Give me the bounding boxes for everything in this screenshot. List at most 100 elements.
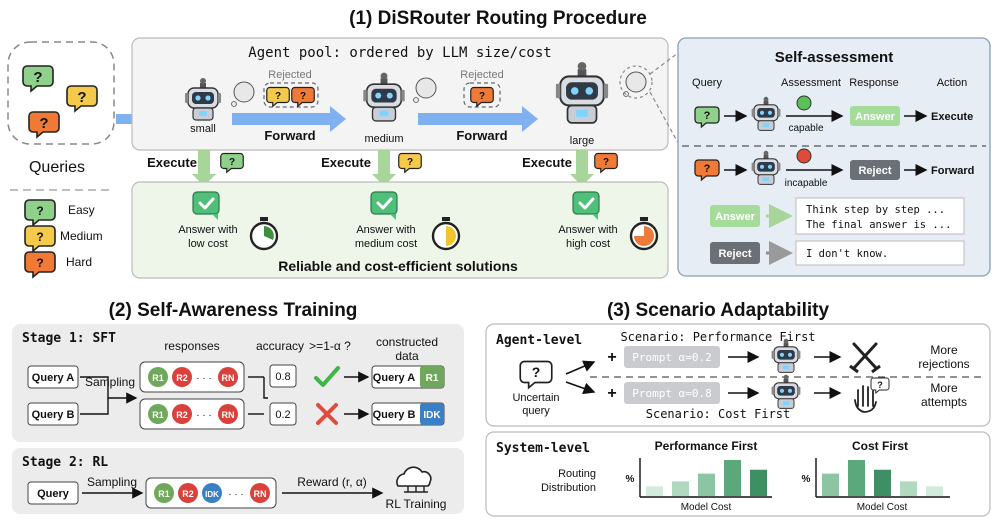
solutions-label: Reliable and cost-efficient solutions (278, 258, 518, 274)
chart-perf-bars (646, 460, 767, 496)
rl-rn-label: RN (254, 489, 267, 499)
sa-reject-label: Reject (858, 165, 891, 177)
chart-perf-bar-3 (698, 473, 715, 496)
svg-text:?: ? (877, 380, 883, 390)
answer-3-line2: high cost (566, 238, 610, 250)
svg-text:?: ? (36, 230, 43, 244)
capable-label: capable (788, 123, 823, 134)
large-thinking-icon (625, 71, 647, 93)
query-a-box (27, 365, 79, 389)
constructed-a-query: Query A (373, 372, 415, 384)
rn-circle-a (218, 367, 238, 387)
reject-badge-2-label: Reject (718, 248, 751, 260)
svg-text:?: ? (300, 91, 306, 102)
chart-cost-bars (822, 460, 943, 496)
constructed-b-idk-label: IDK (423, 410, 441, 421)
constructed-b-idk (420, 403, 444, 425)
incapable-label: incapable (785, 178, 828, 189)
answer-badge-2-label: Answer (715, 211, 755, 223)
accuracy-label: accuracy (256, 339, 304, 353)
header-query: Query (692, 77, 722, 89)
section-1-title: (1) DiSRouter Routing Procedure (349, 8, 647, 29)
rl-r1-circle (154, 483, 174, 503)
header-action: Action (937, 77, 968, 89)
constructed-a-r1 (420, 366, 444, 388)
reward-label: Reward (r, α) (297, 475, 367, 489)
constructed-a-r1-label: R1 (426, 373, 439, 384)
svg-text:?: ? (36, 204, 43, 218)
rl-dots: · · · (228, 489, 244, 500)
header-assessment: Assessment (781, 77, 841, 89)
svg-text:?: ? (33, 69, 42, 86)
dots-a: · · · (196, 373, 212, 384)
answer-text-2: The final answer is ... (806, 219, 951, 231)
prompt-cost-label: Prompt α=0.8 (632, 387, 711, 400)
raised-hand-icon (854, 385, 877, 413)
r1-label-b: R1 (152, 410, 164, 420)
prompt-cost-badge (624, 382, 720, 404)
stage1-label: Stage 1: SFT (22, 331, 116, 346)
svg-text:+: + (607, 385, 616, 402)
svg-text:?: ? (39, 115, 48, 132)
cross-mark-icon (316, 403, 338, 425)
self-assessment-box (677, 37, 991, 277)
acc-b-value: 0.2 (275, 409, 290, 421)
solutions-box (131, 181, 669, 279)
svg-text:?: ? (479, 91, 485, 102)
responses-label: responses (164, 339, 219, 353)
check-mark-icon (314, 366, 340, 387)
capable-bulb-icon (796, 95, 812, 111)
legend-medium-label: Medium (60, 229, 103, 243)
chart-cost-bar-3 (874, 469, 891, 496)
reject-text-box (795, 240, 965, 266)
svg-text:?: ? (704, 163, 711, 175)
cloud-training-icon (396, 466, 432, 493)
small-agent-label: small (190, 123, 216, 135)
r2-circle-a (172, 367, 192, 387)
acc-a-box (269, 364, 297, 388)
constructed-b-query: Query B (373, 409, 416, 421)
reject-badge-2 (710, 242, 760, 264)
chart-perf-ylabel: % (626, 474, 635, 485)
query-b-label: Query B (32, 409, 75, 421)
crossed-swords-icon (849, 342, 881, 374)
medium-thinking-icon (415, 77, 437, 99)
chart-perf-bar-2 (672, 481, 689, 496)
r1-circle-a (148, 367, 168, 387)
chart-cost-bar-5 (926, 486, 943, 496)
rn-label-a: RN (222, 373, 235, 383)
query-b-box (27, 402, 79, 426)
more-rej-label-2: rejections (918, 357, 969, 371)
chart-perf-xlabel: Model Cost (681, 502, 732, 513)
rn-circle-b (218, 404, 238, 424)
acc-a-value: 0.8 (275, 371, 290, 383)
answer-2-line2: medium cost (355, 238, 417, 250)
sampling-label-2: Sampling (87, 475, 137, 489)
timer-icon-low (249, 217, 279, 251)
svg-text:?: ? (229, 157, 235, 168)
r2-label-a: R2 (176, 373, 188, 383)
answer-text-1: Think step by step ... (806, 204, 945, 216)
medium-agent-label: medium (364, 133, 403, 145)
routing-label-2: Distribution (541, 482, 596, 494)
legend-easy-label: Easy (68, 203, 95, 217)
forward-arrow-1 (232, 106, 346, 132)
svg-text:?: ? (603, 157, 609, 168)
small-rejected-box (263, 82, 319, 108)
forward-arrow-2 (418, 106, 538, 132)
chart-perf-bar-5 (750, 469, 767, 496)
answer-1-line1: Answer with (178, 224, 237, 236)
svg-text:?: ? (36, 256, 43, 270)
more-att-label-2: attempts (921, 395, 967, 409)
acc-b-box (269, 402, 297, 426)
sa-forward-label: Forward (931, 165, 974, 177)
prompt-perf-label: Prompt α=0.2 (632, 351, 711, 364)
r1-label-a: R1 (152, 373, 164, 383)
rl-r2-label: R2 (182, 489, 194, 499)
medium-rejected-label: Rejected (460, 69, 503, 81)
rl-query-box (27, 481, 79, 505)
perf-scenario-label: Scenario: Performance First (620, 330, 815, 344)
queries-label: Queries (29, 159, 85, 176)
query-a-label: Query A (32, 372, 74, 384)
